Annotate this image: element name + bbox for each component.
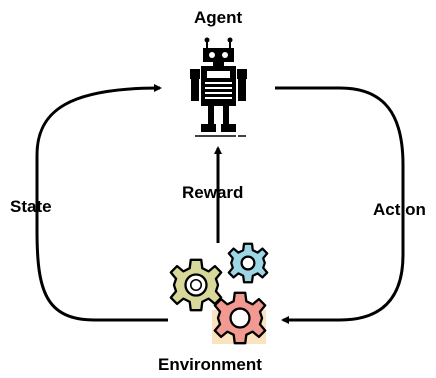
gears-icon bbox=[169, 242, 269, 345]
action-arrow bbox=[275, 86, 405, 324]
action-label: Action bbox=[373, 200, 426, 219]
agent-label: Agent bbox=[194, 8, 243, 27]
robot-icon bbox=[190, 37, 247, 137]
state-label: State bbox=[10, 197, 52, 216]
state-arrow bbox=[35, 84, 168, 322]
environment-label: Environment bbox=[158, 355, 262, 374]
reward-label: Reward bbox=[182, 183, 244, 202]
